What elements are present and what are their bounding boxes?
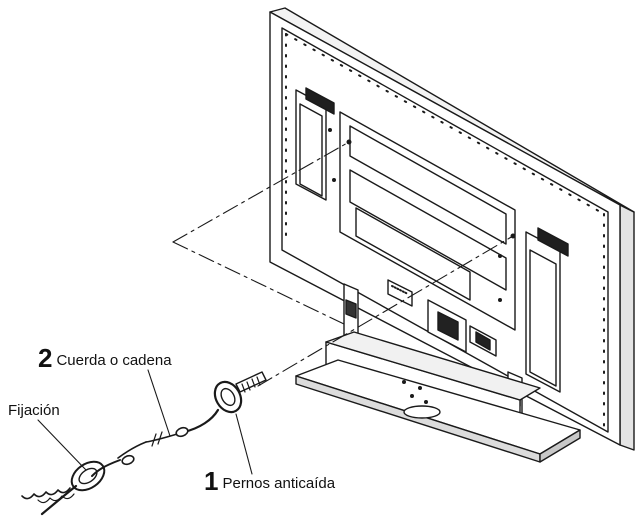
callout-chain-text: Cuerda o cadena (56, 352, 172, 369)
center-panel (328, 111, 516, 357)
right-vent (525, 227, 569, 393)
left-vent (295, 87, 335, 201)
callout-fixing: Fijación (8, 402, 60, 419)
callout-bolts-text: Pernos anticaída (222, 475, 336, 492)
wall-fixing (21, 459, 121, 516)
chain-cord (117, 408, 220, 466)
guide-lines (172, 141, 514, 387)
callout-chain-number: 2 (38, 343, 53, 373)
anti-tip-bolt (213, 371, 267, 414)
stand-base (295, 359, 581, 463)
callout-bolts-number: 1 (204, 466, 219, 496)
leader-lines (37, 369, 253, 475)
